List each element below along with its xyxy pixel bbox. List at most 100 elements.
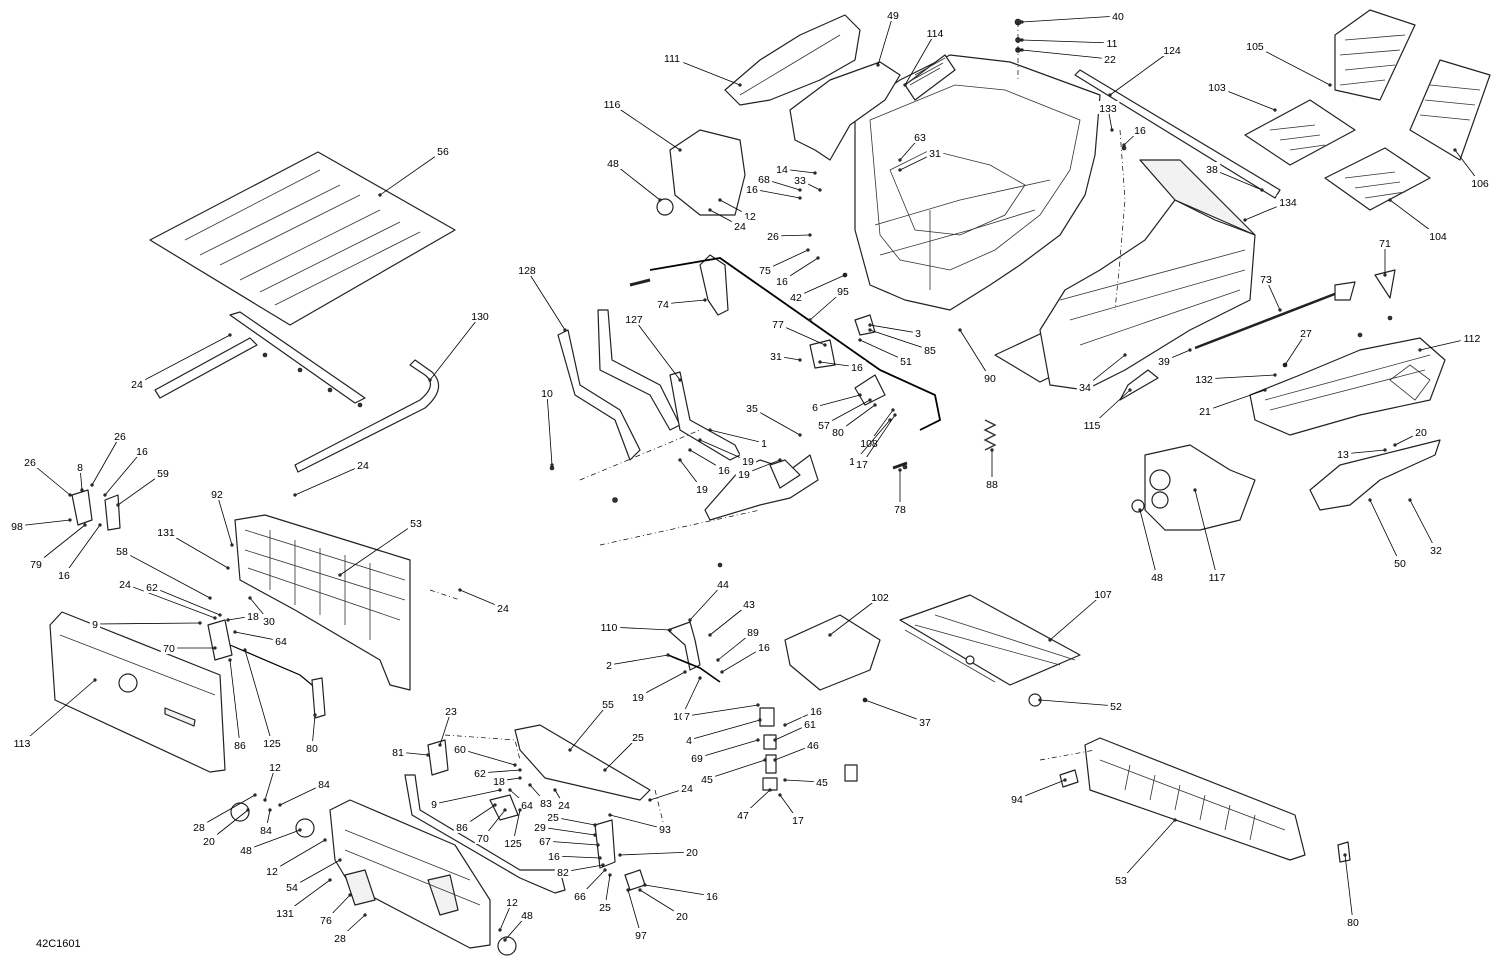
callout-label: 64 bbox=[521, 800, 533, 812]
callout-pointer bbox=[1020, 38, 1024, 42]
callout-label: 12 bbox=[744, 211, 756, 223]
callout-pointer bbox=[1418, 348, 1422, 352]
callout-label: 26 bbox=[114, 431, 126, 443]
callout-leader bbox=[569, 703, 609, 751]
callout-40: 40 bbox=[1020, 9, 1127, 24]
callout-label: 63 bbox=[914, 132, 926, 144]
callout-102: 102 bbox=[828, 590, 892, 637]
callout-18: 18 bbox=[226, 609, 262, 623]
callout-pointer bbox=[593, 823, 597, 827]
callout-label: 114 bbox=[927, 28, 944, 40]
callout-label-bg bbox=[494, 601, 512, 614]
callout-label-bg bbox=[743, 182, 761, 195]
hinge-bracket-left bbox=[71, 489, 93, 526]
callout-leader bbox=[686, 704, 759, 717]
callout-label-bg bbox=[113, 544, 131, 557]
callout-label: 53 bbox=[410, 518, 422, 530]
callout-label-bg bbox=[755, 640, 773, 653]
callout-label-bg bbox=[1344, 915, 1362, 928]
callout-label: 31 bbox=[929, 148, 941, 160]
callout-label-bg bbox=[656, 822, 674, 835]
callout-label: 48 bbox=[1151, 572, 1163, 584]
callout-label-bg bbox=[629, 690, 647, 703]
callout-label-bg bbox=[1391, 556, 1409, 569]
callout-pointer bbox=[338, 858, 342, 862]
callout-leader bbox=[294, 464, 364, 496]
callout-label: 84 bbox=[260, 825, 272, 837]
callout-16: 16 bbox=[103, 444, 151, 497]
callout-75: 75 bbox=[756, 248, 810, 277]
callout-64: 64 bbox=[508, 788, 536, 812]
callout-label-bg bbox=[755, 172, 773, 185]
callout-14: 14 bbox=[773, 162, 817, 176]
callout-48: 48 bbox=[237, 828, 302, 857]
callout-label: 16 bbox=[58, 570, 70, 582]
callout-leader bbox=[627, 889, 642, 936]
callout-56: 56 bbox=[378, 144, 452, 197]
callout-pointer bbox=[898, 468, 902, 472]
callout-86: 86 bbox=[228, 658, 249, 752]
callout-131: 131 bbox=[273, 878, 332, 920]
callout-label: 25 bbox=[547, 812, 559, 824]
callout-19: 19 bbox=[629, 670, 687, 704]
callout-leader bbox=[1204, 389, 1266, 412]
callout-label-bg bbox=[735, 467, 753, 480]
callout-61: 61 bbox=[773, 717, 819, 742]
callout-19: 19 bbox=[678, 458, 711, 496]
callout-label: 95 bbox=[837, 286, 849, 298]
callout-pointer bbox=[818, 188, 822, 192]
callout-pointer bbox=[263, 798, 267, 802]
callout-label-bg bbox=[231, 738, 249, 751]
callout-pointer bbox=[246, 808, 250, 812]
callout-pointer bbox=[228, 658, 232, 662]
callout-16: 16 bbox=[643, 883, 721, 903]
callout-label-bg bbox=[1096, 101, 1120, 114]
callout-leader bbox=[198, 794, 256, 828]
callout-label-bg bbox=[260, 614, 278, 627]
callout-label-bg bbox=[681, 709, 693, 722]
callout-label-bg bbox=[518, 798, 536, 811]
callout-label-bg bbox=[698, 772, 716, 785]
callout-label-bg bbox=[678, 781, 696, 794]
callout-pointer bbox=[116, 503, 120, 507]
callout-label: 125 bbox=[263, 738, 281, 750]
callout-pointer bbox=[873, 403, 877, 407]
callout-pointer bbox=[903, 83, 907, 87]
callout-label: 16 bbox=[548, 851, 560, 863]
callout-label-bg bbox=[773, 162, 791, 175]
callout-pointer bbox=[218, 613, 222, 617]
callout-71: 71 bbox=[1376, 236, 1394, 277]
callout-label: 20 bbox=[686, 847, 698, 859]
callout-label: 16 bbox=[810, 706, 822, 718]
callout-pointer bbox=[198, 621, 202, 625]
callout-label-bg bbox=[731, 219, 749, 232]
callout-label-bg bbox=[629, 730, 647, 743]
callout-16: 16 bbox=[55, 523, 102, 582]
callout-label: 115 bbox=[1084, 420, 1101, 432]
callout-label-bg bbox=[1376, 236, 1394, 249]
callout-label: 86 bbox=[456, 822, 468, 834]
callout-label: 124 bbox=[1163, 45, 1181, 57]
callout-label: 13 bbox=[1337, 449, 1349, 461]
callout-label: 21 bbox=[1199, 406, 1211, 418]
callout-label: 69 bbox=[691, 753, 703, 765]
callout-label-bg bbox=[8, 519, 26, 532]
callout-label-bg bbox=[912, 326, 924, 339]
callout-label: 74 bbox=[657, 299, 669, 311]
callout-leader bbox=[1409, 499, 1437, 551]
callout-pointer bbox=[818, 360, 822, 364]
callout-pointer bbox=[508, 788, 512, 792]
callout-90: 90 bbox=[958, 328, 999, 385]
callout-26: 26 bbox=[764, 229, 812, 243]
callout-103: 103 bbox=[1205, 80, 1277, 112]
callout-label-bg bbox=[769, 317, 787, 330]
callout-78: 78 bbox=[891, 468, 909, 516]
callout-pointer bbox=[338, 573, 342, 577]
callout-98: 98 bbox=[8, 518, 72, 533]
callout-leader bbox=[877, 14, 894, 66]
callout-label: 38 bbox=[1206, 164, 1218, 176]
callout-label-bg bbox=[518, 908, 536, 921]
callout-label-bg bbox=[1148, 570, 1166, 583]
callout-label-bg bbox=[407, 516, 425, 529]
callout-label: 92 bbox=[211, 489, 223, 501]
